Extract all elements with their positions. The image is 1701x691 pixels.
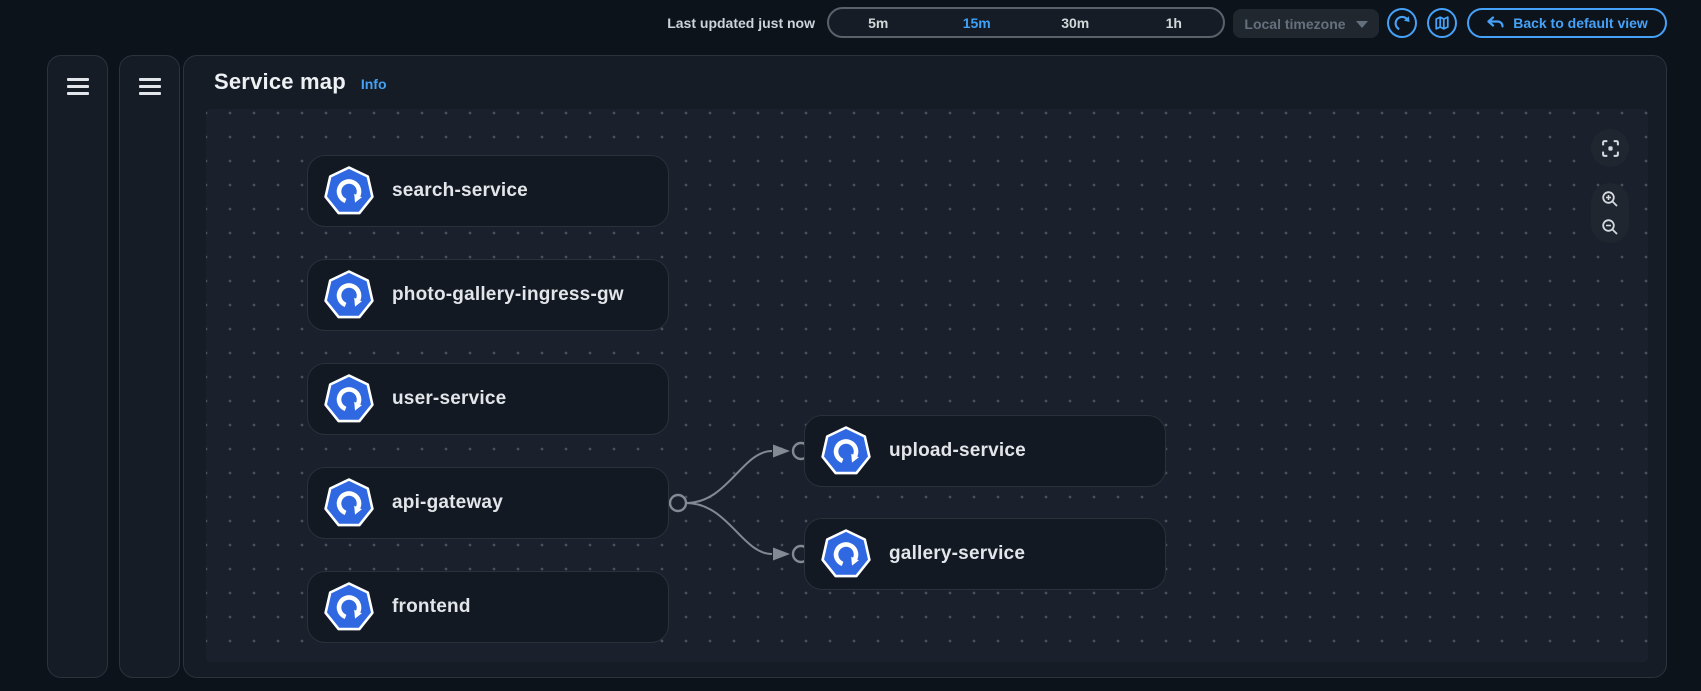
zoom-in-button[interactable] xyxy=(1595,186,1625,212)
refresh-button[interactable] xyxy=(1387,8,1417,38)
zoom-controls xyxy=(1591,183,1629,243)
collapsed-side-panel-2 xyxy=(119,55,180,678)
service-node-label: user-service xyxy=(392,388,507,409)
service-node-search-service[interactable]: search-service xyxy=(307,155,669,227)
collapsed-side-panel-1 xyxy=(47,55,108,678)
service-node-photo-gallery-ingress-gw[interactable]: photo-gallery-ingress-gw xyxy=(307,259,669,331)
map-view-button[interactable] xyxy=(1427,8,1457,38)
service-node-upload-service[interactable]: upload-service xyxy=(804,415,1166,487)
time-range-1h[interactable]: 1h xyxy=(1165,14,1182,31)
kubernetes-service-icon xyxy=(323,477,375,529)
last-updated-text: Last updated just now xyxy=(667,15,815,31)
kubernetes-service-icon xyxy=(323,373,375,425)
panel-header: Service map Info xyxy=(214,69,387,95)
menu-icon[interactable] xyxy=(66,78,89,95)
zoom-out-icon xyxy=(1602,219,1618,235)
service-node-label: gallery-service xyxy=(889,543,1026,564)
chevron-down-icon xyxy=(1355,20,1368,28)
arrowhead-icon xyxy=(773,444,790,458)
kubernetes-service-icon xyxy=(820,528,872,580)
edge-source-port xyxy=(668,493,688,513)
service-node-label: upload-service xyxy=(889,440,1026,461)
refresh-icon xyxy=(1394,15,1409,30)
service-map-panel: Service map Info search-service ph xyxy=(183,55,1667,678)
arrowhead-icon xyxy=(773,547,790,561)
back-to-default-view-button[interactable]: Back to default view xyxy=(1467,8,1667,38)
kubernetes-service-icon xyxy=(323,165,375,217)
kubernetes-service-icon xyxy=(323,581,375,633)
service-node-label: frontend xyxy=(392,596,471,617)
info-link[interactable]: Info xyxy=(360,76,387,92)
service-node-label: search-service xyxy=(392,180,528,201)
timezone-label: Local timezone xyxy=(1244,15,1346,32)
service-node-user-service[interactable]: user-service xyxy=(307,363,669,435)
service-node-api-gateway[interactable]: api-gateway xyxy=(307,467,669,539)
fit-to-screen-button[interactable] xyxy=(1591,129,1629,167)
page-title: Service map xyxy=(214,69,346,94)
service-node-gallery-service[interactable]: gallery-service xyxy=(804,518,1166,590)
service-node-label: photo-gallery-ingress-gw xyxy=(392,284,624,305)
service-node-frontend[interactable]: frontend xyxy=(307,571,669,643)
time-range-segmented-control: 5m 15m 30m 1h xyxy=(827,7,1225,38)
map-icon xyxy=(1435,16,1449,30)
time-range-30m[interactable]: 30m xyxy=(1061,14,1090,31)
service-node-label: api-gateway xyxy=(392,492,503,513)
zoom-in-icon xyxy=(1602,190,1618,207)
fit-to-screen-icon xyxy=(1601,139,1619,157)
time-range-5m[interactable]: 5m xyxy=(868,14,889,31)
undo-arrow-icon xyxy=(1487,15,1504,27)
service-map-canvas[interactable]: search-service photo-gallery-ingress-gw … xyxy=(206,109,1648,662)
menu-icon[interactable] xyxy=(138,78,161,95)
kubernetes-service-icon xyxy=(323,269,375,321)
zoom-out-button[interactable] xyxy=(1595,214,1625,240)
time-range-15m[interactable]: 15m xyxy=(962,14,991,31)
timezone-dropdown[interactable]: Local timezone xyxy=(1233,9,1379,38)
kubernetes-service-icon xyxy=(820,425,872,477)
back-button-label: Back to default view xyxy=(1513,15,1648,31)
